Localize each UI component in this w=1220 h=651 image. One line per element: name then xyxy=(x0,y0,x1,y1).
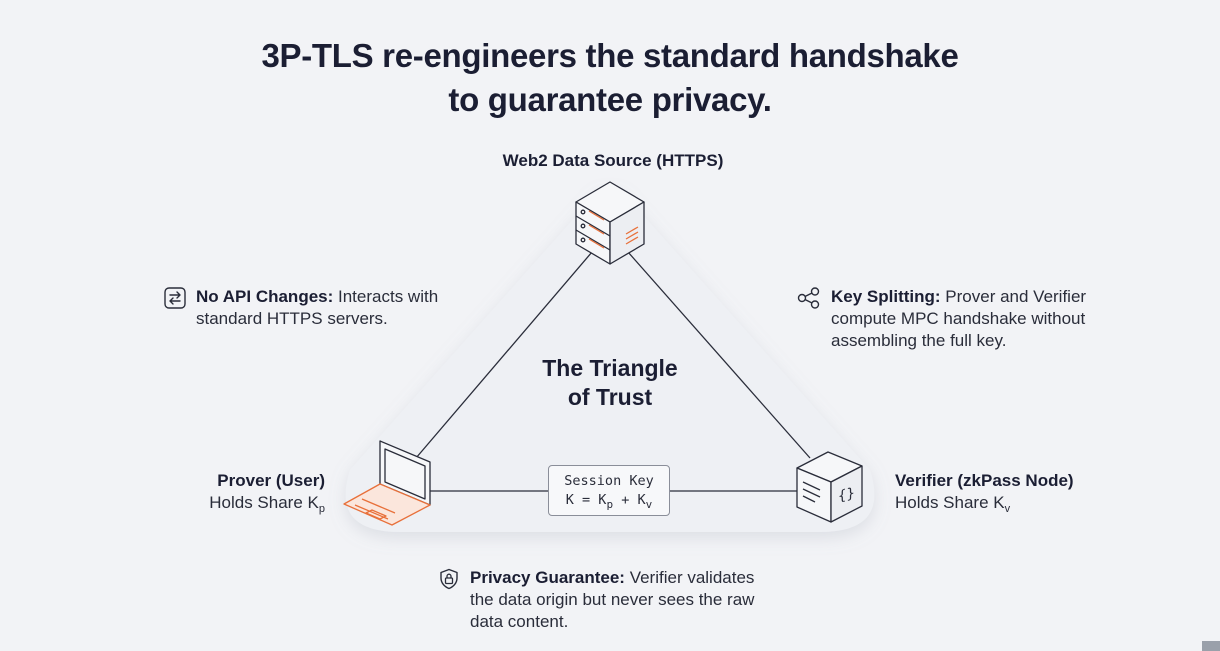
prover-node-label: Prover (User) Holds Share Kp xyxy=(150,470,325,515)
formula-part-b: + K xyxy=(613,492,646,508)
privacy-line-1: Privacy Guarantee: Verifier validates xyxy=(470,567,810,589)
center-title: The Triangle of Trust xyxy=(500,354,720,412)
feature-key-splitting: Key Splitting: Prover and Verifier compu… xyxy=(797,286,1131,352)
verifier-node-title: Verifier (zkPass Node) xyxy=(895,471,1074,490)
verifier-node-subtitle: Holds Share Kv xyxy=(895,492,1135,515)
triangle-backdrop xyxy=(345,188,875,532)
formula-part-a: K = K xyxy=(565,492,607,508)
feature-no-api-changes: No API Changes: Interacts with standard … xyxy=(164,286,496,330)
share-icon xyxy=(797,287,820,309)
session-key-label: Session Key xyxy=(564,473,654,489)
title-line-1: 3P-TLS re-engineers the standard handsha… xyxy=(261,37,959,74)
no-api-title: No API Changes: xyxy=(196,287,334,306)
corner-mark xyxy=(1202,641,1220,651)
feature-privacy-guarantee: Privacy Guarantee: Verifier validates th… xyxy=(440,567,810,633)
no-api-line-1: No API Changes: Interacts with xyxy=(196,286,496,308)
privacy-text-3: data content. xyxy=(470,612,569,631)
key-splitting-text-2: compute MPC handshake without xyxy=(831,309,1086,328)
no-api-text-2: standard HTTPS servers. xyxy=(196,309,388,328)
code-cube-icon: {} xyxy=(796,451,863,523)
swap-arrows-icon xyxy=(164,287,186,309)
prover-share-text: Holds Share K xyxy=(209,493,319,512)
key-splitting-title: Key Splitting: xyxy=(831,287,941,306)
svg-text:{}: {} xyxy=(838,485,855,505)
no-api-text-1: Interacts with xyxy=(333,287,439,306)
edge-server-verifier xyxy=(627,251,811,459)
verifier-node-label: Verifier (zkPass Node) Holds Share Kv xyxy=(895,470,1135,515)
session-key-formula: K = Kp + Kv xyxy=(549,491,669,510)
key-splitting-text-3: assembling the full key. xyxy=(831,331,1007,350)
privacy-text-1: Verifier validates xyxy=(624,568,755,587)
center-title-line-1: The Triangle xyxy=(542,355,678,381)
prover-share-sub: p xyxy=(318,503,325,515)
verifier-share-text: Holds Share K xyxy=(895,493,1005,512)
verifier-share-sub: v xyxy=(1004,503,1011,515)
privacy-title: Privacy Guarantee: xyxy=(470,568,625,587)
shield-lock-icon xyxy=(440,568,458,590)
formula-sub-p: p xyxy=(606,498,614,511)
key-splitting-line-1: Key Splitting: Prover and Verifier xyxy=(831,286,1131,308)
server-icon xyxy=(575,181,645,265)
edge-server-prover xyxy=(415,251,593,459)
prover-node-title: Prover (User) xyxy=(217,471,325,490)
prover-node-subtitle: Holds Share Kp xyxy=(150,492,325,515)
page-title: 3P-TLS re-engineers the standard handsha… xyxy=(0,34,1220,122)
session-key-box: Session Key K = Kp + Kv xyxy=(548,465,670,516)
privacy-text-2: the data origin but never sees the raw xyxy=(470,590,755,609)
server-node-title: Web2 Data Source (HTTPS) xyxy=(502,151,724,170)
key-splitting-text-1: Prover and Verifier xyxy=(940,287,1087,306)
title-line-2: to guarantee privacy. xyxy=(448,81,772,118)
center-title-line-2: of Trust xyxy=(567,384,653,410)
formula-sub-v: v xyxy=(645,498,653,511)
laptop-icon xyxy=(343,440,431,526)
